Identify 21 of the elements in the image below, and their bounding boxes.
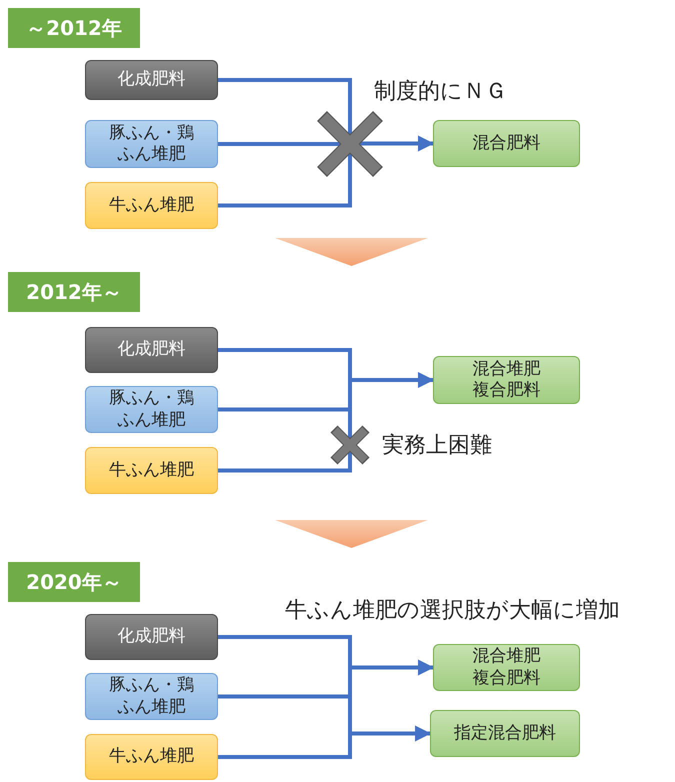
product-box: 指定混合肥料 [430, 710, 580, 757]
manure-box: 牛ふん堆肥 [85, 447, 218, 494]
transition-triangle [275, 520, 428, 548]
note-text: 牛ふん堆肥の選択肢が大幅に増加 [285, 597, 620, 625]
manure-box: 牛ふん堆肥 [85, 734, 218, 780]
fertilizer-box: 化成肥料 [85, 614, 218, 660]
note-text: 実務上困難 [382, 432, 492, 460]
period-banner: 2012年～ [8, 272, 140, 312]
note-text: 制度的にＮＧ [374, 78, 507, 106]
manure-box: 豚ふん・鶏ふん堆肥 [85, 673, 218, 720]
product-box: 混合堆肥複合肥料 [433, 356, 580, 404]
manure-box: 牛ふん堆肥 [85, 182, 218, 229]
period-banner: ～2012年 [8, 8, 140, 48]
manure-box: 豚ふん・鶏ふん堆肥 [85, 386, 218, 433]
period-banner: 2020年～ [8, 562, 140, 602]
manure-box: 豚ふん・鶏ふん堆肥 [85, 120, 218, 168]
fertilizer-box: 化成肥料 [85, 327, 218, 373]
fertilizer-box: 化成肥料 [85, 60, 218, 100]
product-box: 混合堆肥複合肥料 [433, 644, 580, 691]
transition-triangle [275, 238, 428, 266]
product-box: 混合肥料 [433, 120, 580, 167]
